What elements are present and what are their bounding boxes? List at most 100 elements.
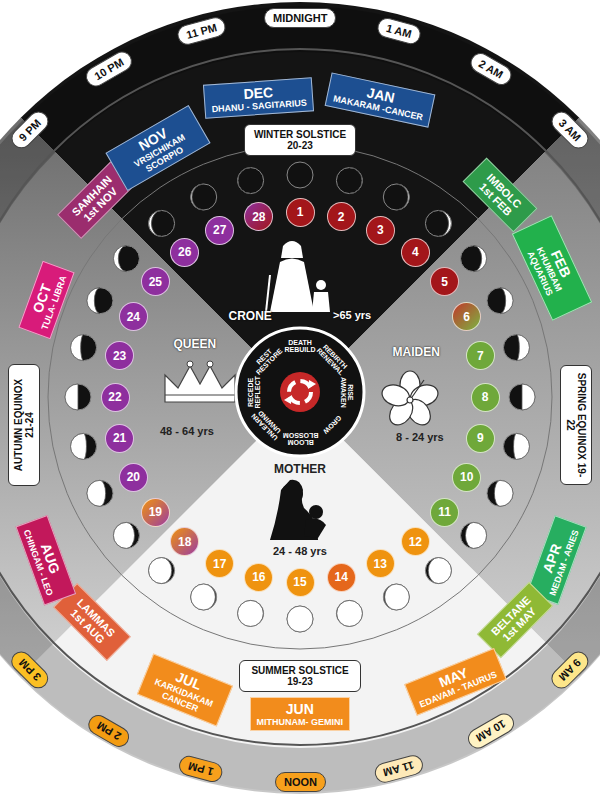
ring-line: [48, 145, 552, 649]
crown-band: [165, 395, 235, 396]
cycle-icon: [280, 372, 320, 412]
moon-dark: [503, 433, 529, 459]
node-text: 26: [178, 245, 191, 259]
day-circle: 19: [141, 498, 170, 527]
queen-crown: [165, 361, 235, 402]
moon-dark: [191, 584, 217, 610]
day-circle: 9: [466, 424, 495, 453]
moon-dark: [383, 184, 409, 210]
day-circle: 24: [119, 302, 148, 331]
moon-dark: [113, 522, 139, 548]
moon-lit: [149, 210, 162, 236]
node-text: 4: [412, 245, 419, 259]
solstice-box: SUMMER SOLSTICE 19-23: [239, 660, 361, 692]
day-circle: 21: [105, 424, 134, 453]
moon-dark: [191, 184, 217, 210]
node-text: 21: [113, 431, 126, 445]
cycle-word: RECEDE REFLECT: [247, 376, 262, 408]
baby-head: [309, 505, 323, 519]
day-circle: 15: [286, 568, 315, 597]
moon-dark: [71, 433, 97, 459]
day-circle: 11: [430, 498, 459, 527]
day-circle: 14: [327, 563, 356, 592]
moon-dark: [149, 558, 175, 584]
node-text: 10: [460, 470, 473, 484]
moon-lit: [337, 600, 363, 626]
node-text: 8: [482, 390, 489, 404]
moon-dark: [509, 384, 535, 410]
stage-name: MOTHER: [274, 463, 326, 476]
moon-dark: [238, 600, 264, 626]
day-circle: 27: [205, 216, 234, 245]
node-text: MIDNIGHT: [273, 12, 327, 24]
baby-body: [304, 518, 326, 538]
moon-lit: [71, 433, 87, 459]
moon-phases: [65, 162, 535, 632]
moon-lit: [516, 335, 529, 361]
day-circle: 13: [366, 549, 395, 578]
moon-lit: [494, 480, 513, 506]
day-circle: 26: [170, 238, 199, 267]
moon-dark: [461, 246, 487, 272]
day-circle: 20: [119, 463, 148, 492]
moon-lit: [438, 210, 451, 236]
node-text: 18: [178, 535, 191, 549]
moon-lit: [465, 522, 486, 548]
cycle-word: DEATH REBUILD: [285, 339, 316, 354]
day-circle: 25: [141, 267, 170, 296]
crown-jewel: [207, 361, 213, 367]
moon-lit: [113, 522, 134, 548]
node-text: 1 PM: [187, 760, 215, 778]
moon-lit: [385, 584, 410, 610]
moon-lit: [522, 384, 535, 410]
node-text: JUN: [257, 701, 344, 717]
node-text: 20: [127, 470, 140, 484]
flower-center: [407, 397, 413, 403]
day-circle: 22: [101, 383, 130, 412]
day-circle: 18: [170, 527, 199, 556]
moon-dark: [487, 288, 513, 314]
month-box: JUNMITHUNAM- GEMINI: [250, 697, 351, 731]
child-head: [316, 280, 326, 290]
moon-dark: [503, 335, 529, 361]
day-circle: 3: [366, 216, 395, 245]
node-text: 1 AM: [385, 22, 413, 40]
hour-pill: MIDNIGHT: [264, 8, 336, 28]
solstice-box: AUTUMN EQUINOX 21-24: [8, 364, 40, 486]
cycle-word: RISE AWAKEN: [339, 376, 354, 407]
age-range: >65 yrs: [333, 310, 371, 322]
moon-dark: [287, 162, 313, 188]
moon-lit: [87, 288, 100, 314]
moon-dark: [425, 210, 451, 236]
node-text: DHANU - SAGITARIUS: [211, 98, 307, 115]
node-text: 15: [293, 575, 306, 589]
ring-line: [0, 49, 600, 745]
moon-lit: [113, 246, 126, 272]
moon-dark: [87, 288, 113, 314]
moon-dark: [336, 600, 362, 626]
hour-band: [0, 29, 600, 771]
node-text: 17: [213, 557, 226, 571]
node-text: 24: [127, 310, 140, 324]
petal: [379, 382, 412, 410]
node-text: 23: [113, 349, 126, 363]
arrow-heads: [284, 380, 316, 404]
node-text: 19: [149, 505, 162, 519]
node-text: AUTUMN EQUINOX 21-24: [13, 371, 35, 479]
node-text: 14: [334, 570, 347, 584]
age-range: 48 - 64 yrs: [160, 426, 214, 438]
node-text: 5: [441, 275, 448, 289]
moon-dark: [487, 480, 513, 506]
node-text: 7: [477, 349, 484, 363]
node-text: 11 AM: [382, 759, 415, 779]
day-circle: 23: [105, 341, 134, 370]
day-circle: 17: [205, 549, 234, 578]
moon-lit: [474, 246, 487, 272]
day-circle: 28: [244, 202, 273, 231]
moon-dark: [65, 384, 91, 410]
moon-lit: [238, 168, 251, 194]
day-circle: 2: [327, 202, 356, 231]
node-text: 3: [377, 223, 384, 237]
crone-robe: [270, 259, 314, 313]
node-text: MITHUNAM- GEMINI: [257, 717, 344, 727]
